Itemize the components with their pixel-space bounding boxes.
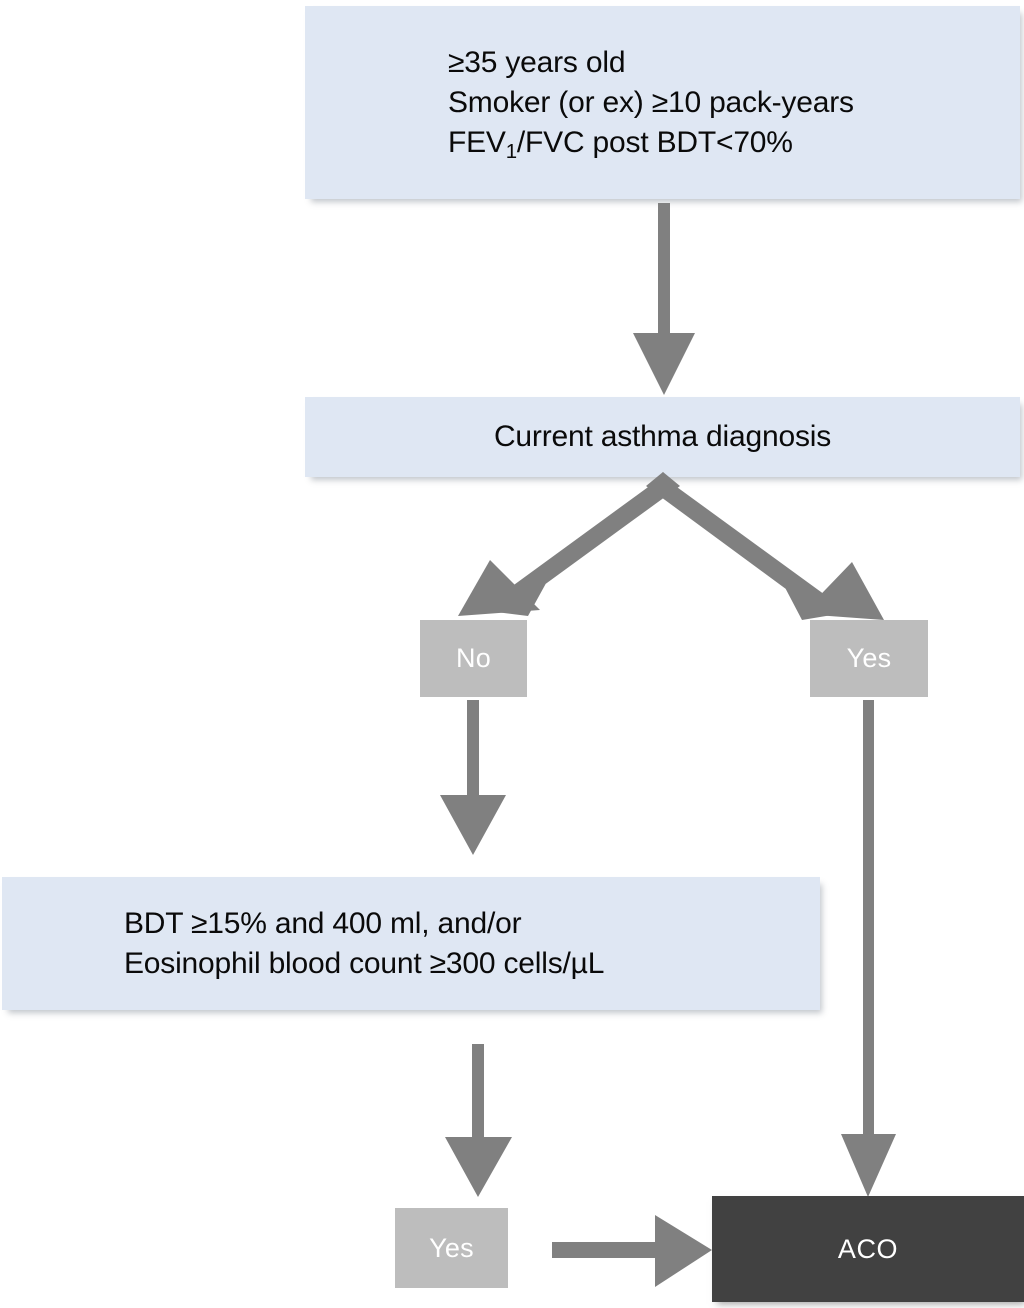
- bdt-yes-box: Yes: [395, 1208, 508, 1288]
- decision-yes-box: Yes: [810, 620, 928, 697]
- decision-yes-label: Yes: [846, 643, 892, 673]
- criteria-box: ≥35 years old Smoker (or ex) ≥10 pack-ye…: [305, 6, 1020, 199]
- bdt-yes-label: Yes: [429, 1232, 474, 1263]
- criteria-line-3: FEV1/FVC post BDT<70%: [305, 123, 1020, 163]
- bdt-criteria-box: BDT ≥15% and 400 ml, and/or Eosinophil b…: [2, 877, 820, 1010]
- decision-no-box: No: [420, 620, 527, 697]
- bdt-line-2: Eosinophil blood count ≥300 cells/µL: [124, 946, 605, 980]
- arrow-criteria-to-asthma: [633, 203, 695, 395]
- asthma-diagnosis-label: Current asthma diagnosis: [493, 420, 832, 453]
- decision-no-label: No: [456, 643, 491, 673]
- arrow-asthma-branch: [458, 472, 884, 620]
- criteria-line-1: ≥35 years old: [448, 45, 626, 79]
- criteria-line-3-suffix: /FVC post BDT<70%: [516, 125, 793, 159]
- bdt-line-1: BDT ≥15% and 400 ml, and/or: [124, 906, 522, 940]
- asthma-diagnosis-box: Current asthma diagnosis: [305, 397, 1020, 477]
- criteria-line-2: Smoker (or ex) ≥10 pack-years: [448, 85, 854, 119]
- arrow-bdt-to-yes: [445, 1044, 512, 1197]
- arrow-yes-to-aco: [841, 700, 896, 1197]
- criteria-line-3-prefix: FEV: [448, 125, 506, 159]
- aco-outcome-box: ACO: [712, 1196, 1024, 1302]
- aco-outcome-label: ACO: [837, 1233, 899, 1264]
- arrow-yes-to-aco-horizontal: [552, 1215, 712, 1287]
- arrow-no-to-bdt: [440, 700, 506, 855]
- criteria-line-3-subscript: 1: [505, 140, 517, 163]
